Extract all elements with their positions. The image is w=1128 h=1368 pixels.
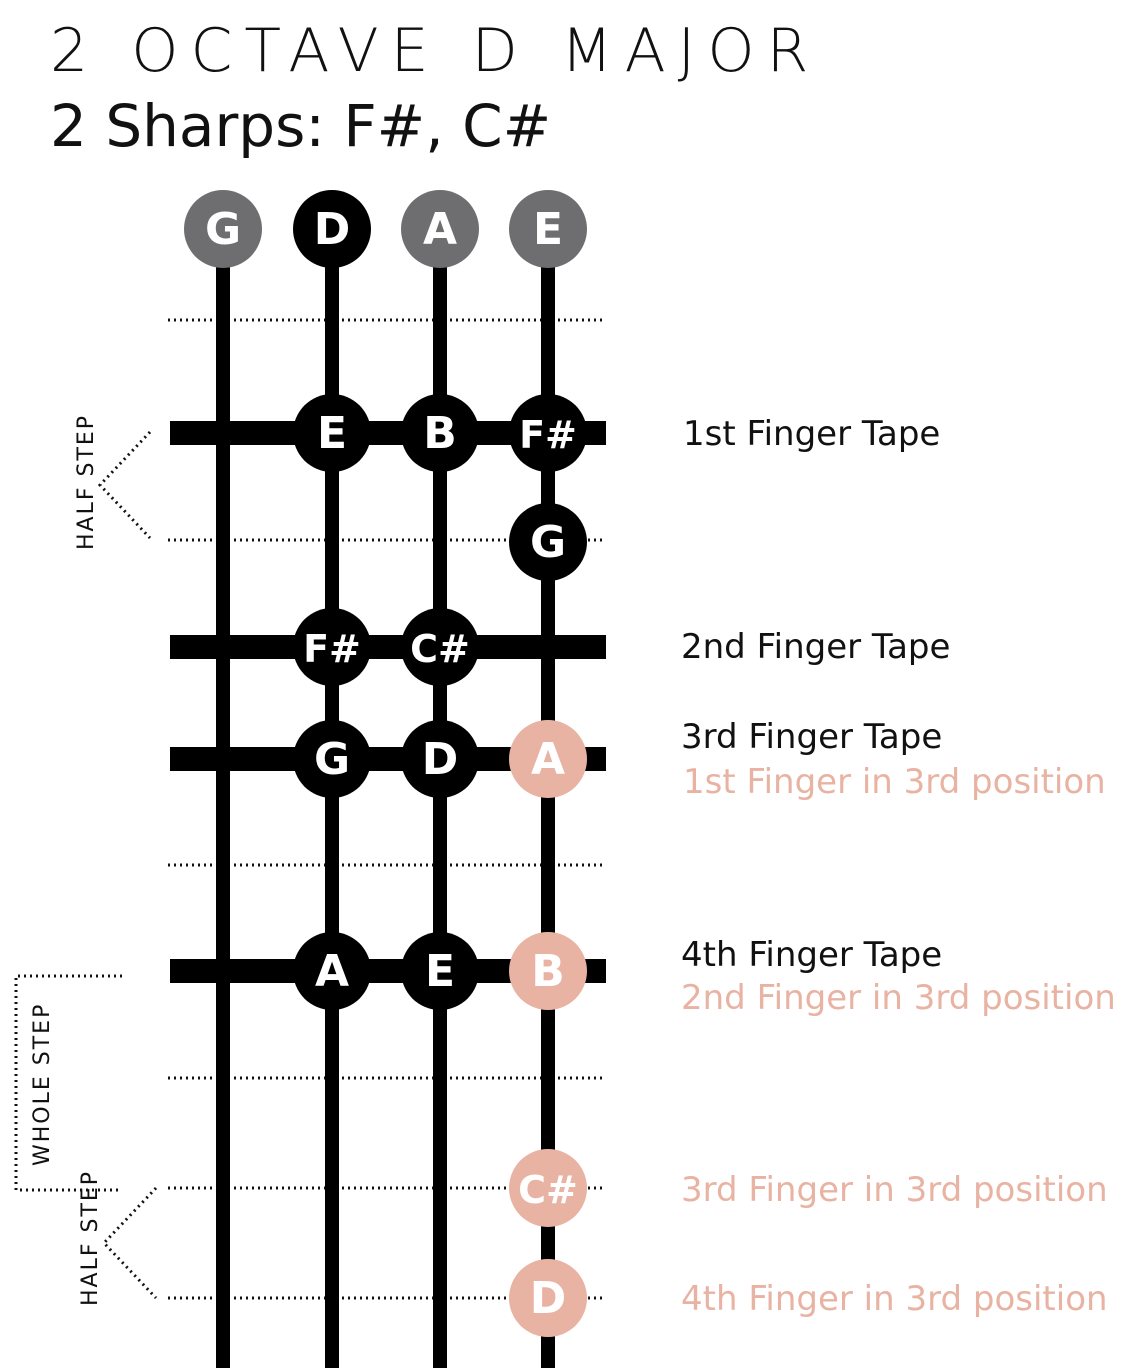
half-step-bracket-upper [97, 430, 152, 540]
finger-note-circle [293, 608, 371, 686]
string-a [433, 230, 447, 1368]
open-string-note-e-label: E [533, 204, 563, 255]
finger-tape-2 [170, 635, 606, 659]
finger-note-label: E [425, 946, 455, 997]
finger-note-circle [293, 932, 371, 1010]
finger-note-circle [401, 608, 479, 686]
finger-note-circle [401, 720, 479, 798]
whole-step-bracket [14, 974, 122, 1192]
page-title: 2 OCTAVE D MAJOR [50, 16, 821, 86]
open-string-note-d-label: D [314, 204, 351, 255]
finger-note-label: E [317, 408, 347, 459]
open-string-note-g-label: G [205, 204, 241, 255]
finger-note-label: A [315, 946, 349, 997]
finger-note-label: C# [410, 627, 470, 671]
half-step-label-lower: HALF STEP [78, 1169, 103, 1306]
finger-note-circle [293, 394, 371, 472]
open-string-note-d-circle [293, 190, 371, 268]
key-signature-subtitle: 2 Sharps: F#, C# [50, 92, 552, 160]
finger-note-circle [293, 720, 371, 798]
tape-label-3: 3rd Finger Tape [681, 717, 943, 757]
third-position-label-2: 2nd Finger in 3rd position [681, 978, 1116, 1018]
finger-note-label: D [422, 734, 459, 785]
half-step-label-upper: HALF STEP [74, 413, 99, 550]
third-position-label-4: 4th Finger in 3rd position [681, 1279, 1108, 1319]
finger-note-label: B [531, 946, 565, 997]
finger-note-circle [509, 1259, 587, 1337]
finger-note-circle [509, 932, 587, 1010]
open-string-note-g-circle [184, 190, 262, 268]
finger-note-circle [509, 1149, 587, 1227]
string-g [216, 230, 230, 1368]
tape-label-1: 1st Finger Tape [683, 414, 941, 454]
finger-note-label: F# [303, 627, 361, 671]
finger-note-circle [401, 932, 479, 1010]
string-d [325, 230, 339, 1368]
half-step-bracket-lower [101, 1186, 158, 1300]
finger-note-circle [509, 720, 587, 798]
finger-note-label: A [531, 734, 565, 785]
whole-step-label: WHOLE STEP [30, 1002, 55, 1166]
open-string-note-a-circle [401, 190, 479, 268]
tape-label-4: 4th Finger Tape [681, 935, 943, 975]
open-string-note-a-label: A [423, 204, 457, 255]
tape-label-2: 2nd Finger Tape [681, 627, 951, 667]
third-position-label-3: 3rd Finger in 3rd position [681, 1170, 1108, 1210]
finger-note-label: G [314, 734, 350, 785]
third-position-label-1: 1st Finger in 3rd position [683, 762, 1106, 802]
finger-note-label: G [530, 517, 566, 568]
finger-note-label: C# [518, 1168, 578, 1212]
finger-note-circle [401, 394, 479, 472]
finger-note-label: D [530, 1273, 567, 1324]
open-string-note-e-circle [509, 190, 587, 268]
finger-note-label: B [423, 408, 457, 459]
finger-note-circle [509, 503, 587, 581]
finger-note-circle [509, 394, 587, 472]
finger-note-label: F# [519, 413, 577, 457]
